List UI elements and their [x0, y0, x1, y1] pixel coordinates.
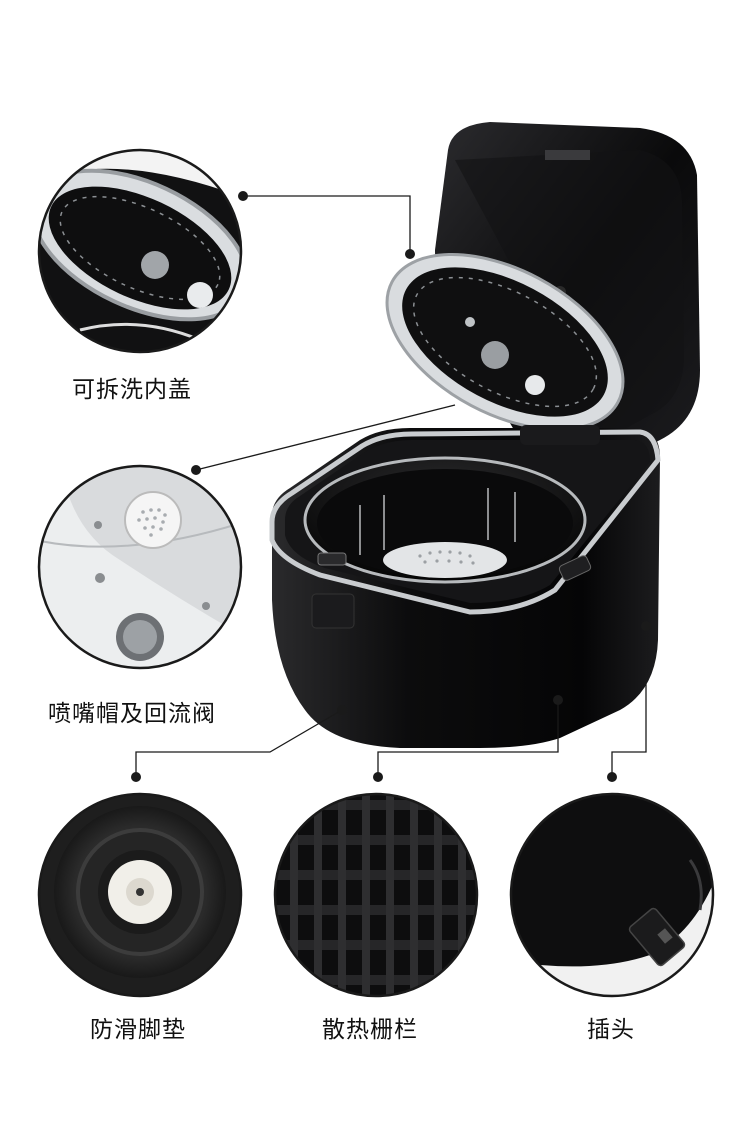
- label-anti-slip-feet: 防滑脚垫: [90, 1017, 186, 1043]
- rice-cooker-main: [269, 122, 700, 748]
- steam-tray: [383, 542, 507, 578]
- label-nozzle-valve: 喷嘴帽及回流阀: [48, 701, 216, 727]
- detail-foot: [37, 792, 243, 998]
- detail-plug: [509, 792, 715, 998]
- label-inner-lid: 可拆洗内盖: [72, 377, 192, 403]
- detail-nozzle: [37, 464, 243, 670]
- label-plug: 插头: [587, 1017, 635, 1043]
- control-panel: [311, 593, 355, 629]
- silver-rim: [269, 429, 661, 615]
- callout-lines: [135, 195, 647, 777]
- detail-inner-lid: [37, 148, 243, 354]
- callout-dots: [131, 191, 651, 782]
- detail-vent: [273, 792, 479, 998]
- label-vent-grille: 散热栅栏: [322, 1017, 418, 1043]
- inner-lid-plate: [385, 253, 625, 431]
